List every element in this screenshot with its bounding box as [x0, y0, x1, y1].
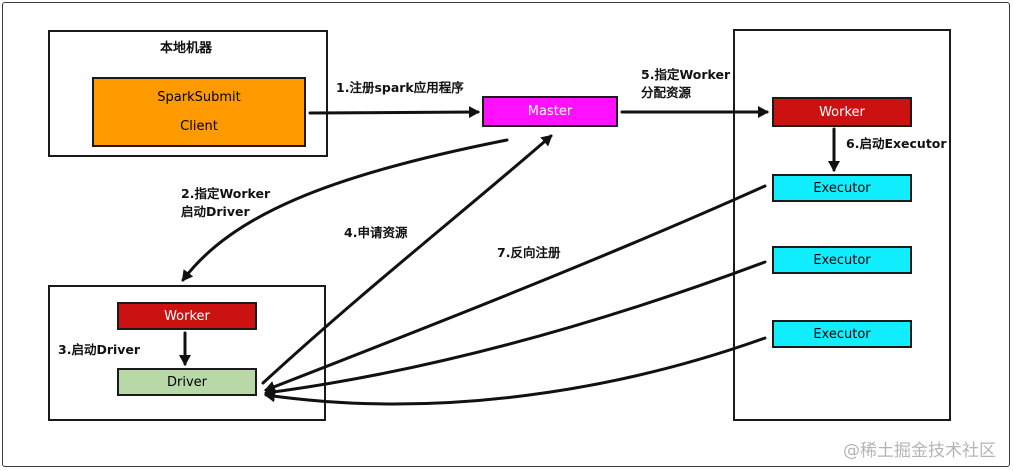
- spark-submit-client-box: SparkSubmit Client: [92, 77, 306, 147]
- executor-box: Executor: [772, 246, 912, 274]
- executor-box: Executor: [772, 174, 912, 202]
- step-5-label-line2: 分配资源: [641, 85, 692, 100]
- watermark: @稀土掘金技术社区: [843, 441, 996, 461]
- arrow-reverse-register: [264, 336, 767, 406]
- arrow-reverse-register: [264, 184, 767, 393]
- step-1-label: 1.注册spark应用程序: [336, 80, 464, 95]
- cluster-worker-label: Worker: [819, 104, 865, 120]
- step-4-label: 4.申请资源: [344, 225, 408, 240]
- step-7-label: 7.反向注册: [497, 245, 561, 260]
- driver-node-worker-label: Worker: [164, 308, 210, 324]
- step-3-label: 3.启动Driver: [58, 342, 141, 357]
- driver-label: Driver: [166, 374, 207, 390]
- driver-node-worker-box: Worker: [117, 302, 257, 330]
- arrow-request-resources: [261, 134, 553, 385]
- cluster-node-panel: [733, 29, 951, 421]
- executor-label: Executor: [813, 326, 871, 342]
- step-5-label-line1: 5.指定Worker: [641, 67, 731, 82]
- executor-box: Executor: [772, 320, 912, 348]
- executor-label: Executor: [813, 252, 871, 268]
- cluster-worker-box: Worker: [772, 97, 912, 127]
- client-label: Client: [180, 119, 218, 134]
- executor-label: Executor: [813, 180, 871, 196]
- local-machine-title: 本地机器: [160, 41, 213, 56]
- arrow-register-app: [308, 106, 480, 119]
- step-2-label-line2: 启动Driver: [181, 204, 250, 219]
- arrow-start-driver-master: [181, 138, 509, 282]
- driver-box: Driver: [117, 368, 257, 396]
- master-box: Master: [482, 96, 618, 127]
- arrow-reverse-register: [264, 260, 767, 398]
- step-6-label: 6.启动Executor: [846, 136, 947, 151]
- step-2-label-line1: 2.指定Worker: [181, 186, 271, 201]
- master-label: Master: [527, 104, 573, 119]
- spark-submit-label: SparkSubmit: [157, 90, 241, 105]
